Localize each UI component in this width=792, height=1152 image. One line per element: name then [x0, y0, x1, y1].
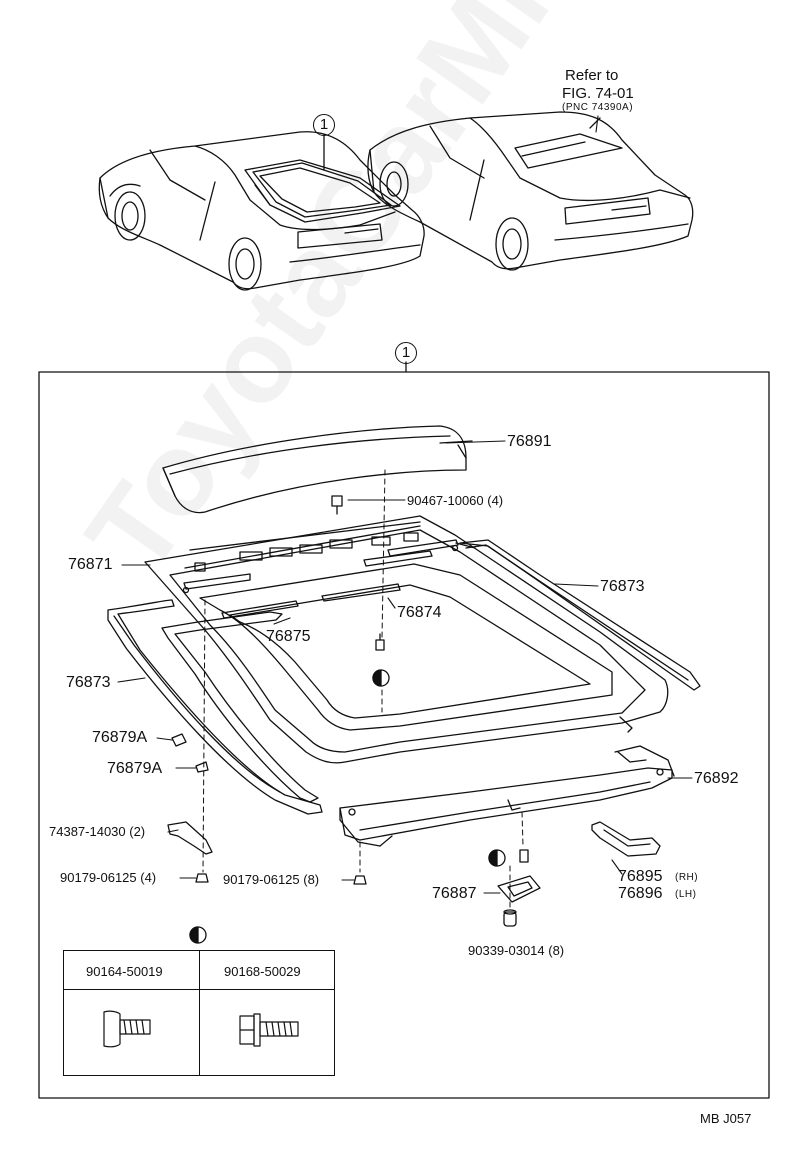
label-76871: 76871	[68, 556, 113, 573]
part-76873-strip-left	[107, 599, 323, 815]
table-header-col2: 90168-50029	[224, 964, 301, 979]
table-header-col1: 90164-50019	[86, 964, 163, 979]
label-76896-side: (LH)	[675, 889, 697, 900]
callout-circle-main: 1	[395, 342, 417, 364]
refer-line-1: Refer to	[565, 67, 619, 84]
label-76895-side: (RH)	[675, 872, 699, 883]
label-76874: 76874	[397, 604, 442, 621]
fastener-90467	[331, 495, 343, 515]
leader-lines	[117, 115, 693, 894]
label-76873-left: 76873	[66, 674, 111, 691]
fastener-nut-a	[195, 873, 209, 883]
part-76875-strip	[161, 611, 319, 803]
part-76892-frame	[339, 745, 675, 847]
bolt-flange-head	[239, 1013, 299, 1047]
part-76871-panel	[144, 515, 669, 764]
fastener-bolt-center	[375, 633, 385, 651]
footer-code: MB J057	[700, 1111, 752, 1126]
label-74387: 74387-14030 (2)	[49, 824, 146, 839]
label-76875: 76875	[266, 628, 311, 645]
refer-line-3: (PNC 74390A)	[562, 102, 634, 113]
part-76887-bracket	[497, 875, 541, 903]
label-76887: 76887	[432, 885, 477, 902]
label-76895: 76895	[618, 868, 663, 885]
part-76873-strip-right	[459, 539, 701, 691]
part-76891-spoiler	[162, 425, 473, 514]
fastener-90339	[503, 909, 517, 927]
bolt-pan-head	[103, 1010, 151, 1048]
fastener-nut-b	[353, 875, 367, 885]
label-76873-right: 76873	[600, 578, 645, 595]
diagram-frame	[38, 371, 770, 1099]
label-76879a-2: 76879A	[107, 760, 163, 777]
car-illustration-right	[367, 111, 694, 271]
refer-line-2: FIG. 74-01	[562, 85, 634, 102]
clip-76879a-1	[171, 733, 187, 747]
label-76896: 76896	[618, 885, 663, 902]
label-76879a-1: 76879A	[92, 729, 148, 746]
part-76895-bracket	[591, 821, 661, 857]
dashed-lines	[202, 469, 524, 911]
label-90179-a: 90179-06125 (4)	[60, 870, 157, 885]
bolt-reference-table: 90164-50019 90168-50029	[63, 950, 335, 1076]
callout-circle-top: 1	[313, 114, 335, 136]
label-90179-b: 90179-06125 (8)	[223, 872, 320, 887]
label-90339: 90339-03014 (8)	[468, 943, 565, 958]
clip-76879a-2	[195, 761, 209, 773]
car-illustration-left	[98, 131, 425, 291]
half-circle-symbol	[189, 669, 506, 944]
label-76892: 76892	[694, 770, 739, 787]
fastener-bolt-lower	[519, 849, 529, 863]
label-76891: 76891	[507, 433, 552, 450]
label-90467: 90467-10060 (4)	[407, 493, 504, 508]
part-74387-hinge	[167, 821, 213, 855]
